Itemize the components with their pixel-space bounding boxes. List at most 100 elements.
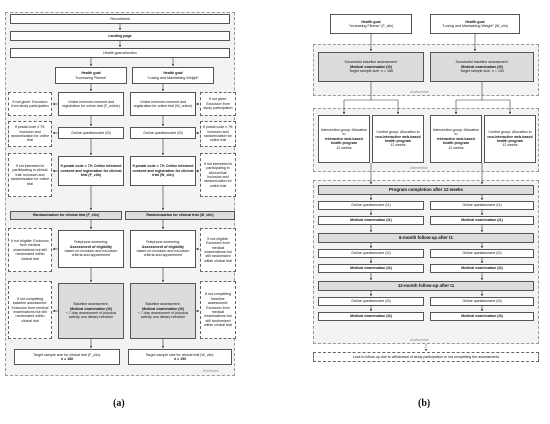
target-weight-a: Target sample size for clinical trial (W… xyxy=(145,352,215,357)
baseline-fitness-b: Medical examination (t0) xyxy=(70,306,112,311)
questionnaire-fitness-box: Online questionnaire (t0) xyxy=(58,127,124,139)
loss-to-followup: Loss to follow-up due to withdrawal of s… xyxy=(313,352,539,362)
program-completion-text: Program completion after 12 weeks xyxy=(389,187,463,193)
target-fitness-b: n = 186 xyxy=(60,357,74,361)
goal-selection-text: Health goal selection xyxy=(103,50,137,55)
loss-text: Loss to follow-up due to withdrawal of s… xyxy=(352,354,500,359)
followup-12-text: 12-month follow-up after t1 xyxy=(397,283,455,289)
r-goal-fitness-title: Health goal xyxy=(361,19,381,24)
phone-fitness-a: Telephone screening: xyxy=(73,240,109,245)
not-given-left-text: If not given: Exclusion from study parti… xyxy=(11,99,49,108)
phone-weight-b: Assessment of eligibility xyxy=(141,244,185,249)
followup-6-text: 6-month follow-up after t1 xyxy=(399,235,453,241)
m-t1-fitness-text: Medical examination (t1) xyxy=(350,218,392,223)
not-given-left: If not given: Exclusion from study parti… xyxy=(8,92,52,116)
program-completion: Program completion after 12 weeks xyxy=(318,185,534,195)
r-baseline-fitness-a: Successful baseline assessment: xyxy=(344,60,398,65)
group3-a: Intervention group: Allocation to xyxy=(432,127,480,137)
r-baseline-fitness: Successful baseline assessment:Medical e… xyxy=(318,52,424,82)
r-goal-weight-title: Health goal xyxy=(465,19,485,24)
baseline-weight-c: + 7-day assessment of physical activity … xyxy=(137,311,189,320)
goal-weight-title: Health goal xyxy=(163,71,183,76)
phone-fitness-c: based on inclusion and exclusion criteri… xyxy=(64,249,118,258)
q-t3-fitness-text: Online questionnaire (t3) xyxy=(351,299,391,304)
randomization-fitness: Randomization for clinical trial (F_clin… xyxy=(10,211,122,220)
m-t2-weight: Medical examination (t2) xyxy=(430,264,534,273)
caption-b: (b) xyxy=(418,398,431,409)
baseline-weight-b: Medical examination (t0) xyxy=(142,306,184,311)
m-t2-fitness: Medical examination (t2) xyxy=(318,264,424,273)
r-baseline-weight: Successful baseline assessment:Medical e… xyxy=(430,52,534,82)
consent-fitness-text: Online informed consent and registration… xyxy=(62,99,120,108)
m-t2-fitness-text: Medical examination (t2) xyxy=(350,266,392,271)
phone-screening-weight: Telephone screening:Assessment of eligib… xyxy=(130,230,196,268)
group1-a: Intervention group: Allocation to xyxy=(320,127,368,137)
goal-weight-sub: "Losing and Maintaining Weight" xyxy=(147,75,199,80)
q-t1-weight-text: Online questionnaire (t1) xyxy=(462,203,502,208)
followup-6-month: 6-month follow-up after t1 xyxy=(318,233,534,243)
not-interested-right: If not interested in participating in cl… xyxy=(200,153,236,197)
group4-a: Control group: Allocation to xyxy=(488,130,532,135)
target-weight-b: n = 150 xyxy=(173,357,187,361)
landing-text: Landing page xyxy=(108,33,132,38)
phone-weight-c: based on inclusion and exclusion criteri… xyxy=(136,249,190,258)
group3-b: interactive web-based health program xyxy=(437,136,475,146)
landing-page-box: Landing page xyxy=(10,31,230,41)
q-t1-fitness-text: Online questionnaire (t1) xyxy=(351,203,391,208)
group2-b: non-interactive web-based health program xyxy=(375,134,421,143)
goal-weight-box: Health goal"Losing and Maintaining Weigh… xyxy=(132,67,214,84)
clinical-consent-weight-text: If postal code = 79: Online informed con… xyxy=(132,164,194,178)
group3-c: 12 weeks xyxy=(448,145,464,150)
target-fitness: Target sample size for clinical trial (F… xyxy=(14,349,120,365)
r-baseline-fitness-b: Medical examination (t0) xyxy=(350,64,392,69)
baseline-weight-a: Baseline assessment: xyxy=(145,302,181,307)
group4-c: 12 weeks xyxy=(502,143,518,148)
consent-weight-text: Online informed consent and registration… xyxy=(133,99,193,108)
clinical-consent-fitness-text: If postal code = 79: Online informed con… xyxy=(60,164,122,178)
q-t2-weight: Online questionnaire (t2) xyxy=(430,249,534,258)
phone-weight-a: Telephone screening: xyxy=(145,240,181,245)
group2-c: 12 weeks xyxy=(390,143,406,148)
randomization-weight-text: Randomization for clinical trial (W_clin… xyxy=(146,213,214,218)
group1-b: interactive web-based health program xyxy=(325,136,363,146)
randomization-weight: Randomization for clinical trial (W_clin… xyxy=(125,211,235,220)
target-weight: Target sample size for clinical trial (W… xyxy=(128,349,232,365)
not-completing-right-text: If not completing baseline assessment: E… xyxy=(204,292,232,328)
baseline-weight: Baseline assessment:Medical examination … xyxy=(130,283,196,339)
not-eligible-right-text: If not eligible: Exclusion from medical … xyxy=(204,236,232,263)
m-t1-weight: Medical examination (t1) xyxy=(430,216,534,225)
questionnaire-fitness-text: Online questionnaire (t0) xyxy=(71,130,111,135)
goal-fitness-title: Health goal xyxy=(81,71,101,76)
m-t3-weight: Medical examination (t3) xyxy=(430,312,534,321)
m-t1-weight-text: Medical examination (t1) xyxy=(461,218,503,223)
q-t2-weight-text: Online questionnaire (t2) xyxy=(462,251,502,256)
goal-fitness-sub: "Increasing Fitness" xyxy=(75,75,107,80)
recruitment-text: Recruitment xyxy=(110,16,130,21)
not-completing-right: If not completing baseline assessment: E… xyxy=(200,281,236,339)
r-baseline-weight-b: Medical examination (t0) xyxy=(461,64,503,69)
r-baseline-fitness-c: Target sample size: n = 186 xyxy=(348,69,394,74)
not-given-right-text: If not given: Exclusion from study parti… xyxy=(203,97,233,111)
m-t3-fitness-text: Medical examination (t3) xyxy=(350,314,392,319)
questionnaire-weight-text: Online questionnaire (t0) xyxy=(143,130,183,135)
not-given-right: If not given: Exclusion from study parti… xyxy=(200,92,236,116)
r-baseline-weight-a: Successful baseline assessment: xyxy=(455,60,509,65)
r-goal-fitness-sub: "Increasing Fitness" (F_clin) xyxy=(348,24,394,28)
baseline-fitness-a: Baseline assessment: xyxy=(73,302,109,307)
m-t3-weight-text: Medical examination (t3) xyxy=(461,314,503,319)
r-goal-weight: Health goal"Losing and Maintaining Weigh… xyxy=(430,14,520,34)
m-t3-fitness: Medical examination (t3) xyxy=(318,312,424,321)
health-goal-selection-box: Health goal selection xyxy=(10,48,230,58)
q-t2-fitness: Online questionnaire (t2) xyxy=(318,249,424,258)
group1-c: 12 weeks xyxy=(336,145,352,150)
q-t1-weight: Online questionnaire (t1) xyxy=(430,201,534,210)
m-t1-fitness: Medical examination (t1) xyxy=(318,216,424,225)
assessment-label-2: Assessment xyxy=(410,338,429,342)
postal-left-text: If postal code ≠ 79: Inclusion and rando… xyxy=(10,125,50,143)
not-completing-left: If not completing baseline assessment: E… xyxy=(8,281,52,339)
intervention-label: Intervention xyxy=(410,166,428,170)
goal-fitness-box: Health goal"Increasing Fitness" xyxy=(55,67,127,84)
consent-fitness-box: Online informed consent and registration… xyxy=(58,92,124,116)
consent-weight-box: Online informed consent and registration… xyxy=(130,92,196,116)
